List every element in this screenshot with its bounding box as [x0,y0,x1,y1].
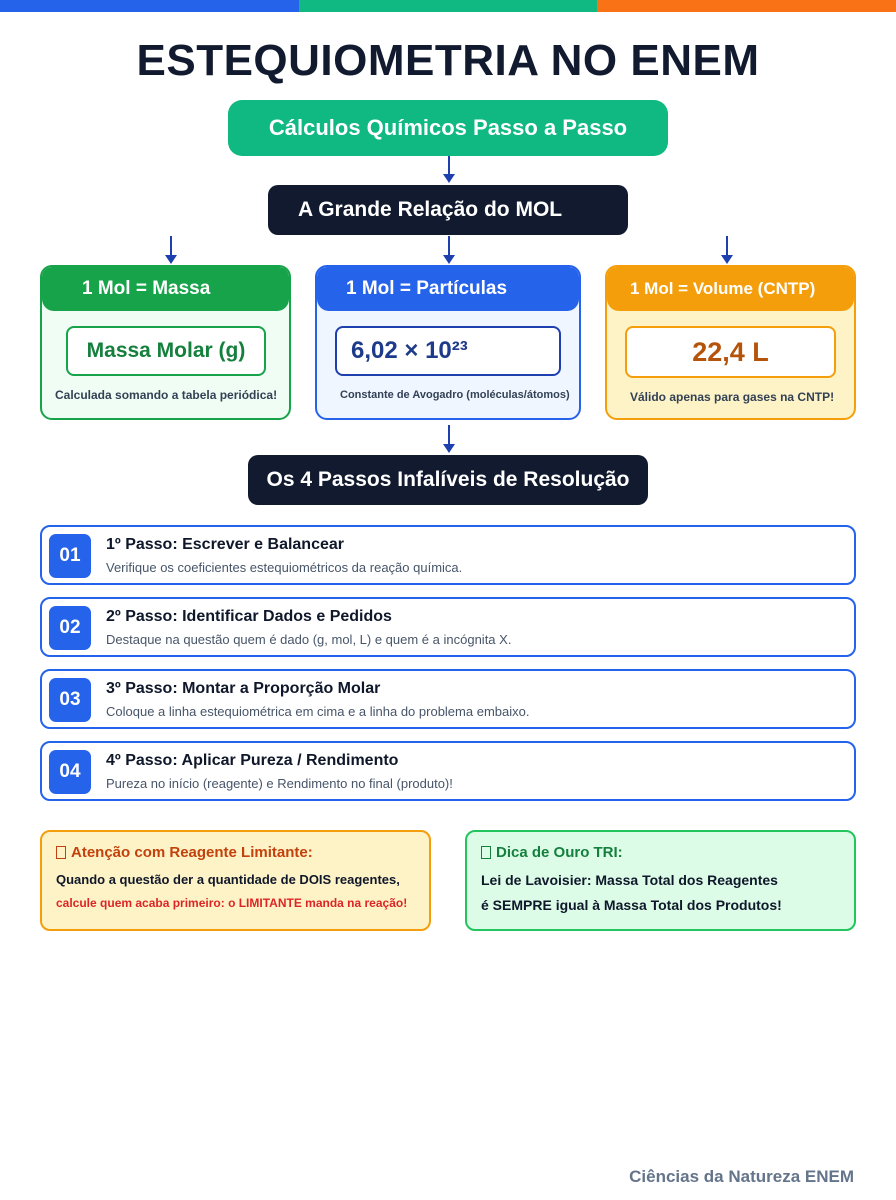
step-title: 2º Passo: Identificar Dados e Pedidos [106,608,392,625]
arrow-down-icon [443,156,455,183]
card-volume-header: 1 Mol = Volume (CNTP) [607,267,854,311]
tip-title-text: Dica de Ouro TRI: [496,844,623,861]
card-particles: 1 Mol = Partículas 6,02 × 10²³ Constante… [315,265,581,420]
warning-title: Atenção com Reagente Limitante: [56,844,313,861]
step-title: 4º Passo: Aplicar Pureza / Rendimento [106,752,399,769]
steps-heading-pill: Os 4 Passos Infalíveis de Resolução [248,455,648,505]
step-number-badge: 01 [49,534,91,578]
card-particles-note: Constante de Avogadro (moléculas/átomos) [340,389,570,401]
step-item: 02 2º Passo: Identificar Dados e Pedidos… [40,597,856,657]
step-number-badge: 03 [49,678,91,722]
step-item: 03 3º Passo: Montar a Proporção Molar Co… [40,669,856,729]
card-mass-header: 1 Mol = Massa [42,267,289,311]
warning-title-text: Atenção com Reagente Limitante: [71,844,313,861]
step-title: 3º Passo: Montar a Proporção Molar [106,680,381,697]
step-title: 1º Passo: Escrever e Balancear [106,536,344,553]
tip-title: Dica de Ouro TRI: [481,844,623,861]
card-particles-header: 1 Mol = Partículas [317,267,579,311]
card-volume-note: Válido apenas para gases na CNTP! [630,390,835,404]
arrow-down-icon [443,425,455,453]
step-description: Coloque a linha estequiométrica em cima … [106,704,530,719]
arrow-down-icon [443,236,455,264]
tip-box: Dica de Ouro TRI: Lei de Lavoisier: Mass… [465,830,856,931]
warning-icon [56,846,66,859]
warning-line-2: calcule quem acaba primeiro: o LIMITANTE… [56,896,408,910]
step-item: 04 4º Passo: Aplicar Pureza / Rendimento… [40,741,856,801]
card-mass: 1 Mol = Massa Massa Molar (g) Calculada … [40,265,291,420]
arrow-down-icon [721,236,733,264]
page-title: ESTEQUIOMETRIA NO ENEM [136,36,760,85]
card-volume: 1 Mol = Volume (CNTP) 22,4 L Válido apen… [605,265,856,420]
subtitle-pill: Cálculos Químicos Passo a Passo [228,100,668,156]
step-description: Verifique os coeficientes estequiométric… [106,560,463,575]
tip-line-1: Lei de Lavoisier: Massa Total dos Reagen… [481,872,778,888]
step-item: 01 1º Passo: Escrever e Balancear Verifi… [40,525,856,585]
card-mass-value: Massa Molar (g) [66,326,266,376]
step-description: Destaque na questão quem é dado (g, mol,… [106,632,512,647]
card-mass-note: Calculada somando a tabela periódica! [55,388,278,402]
arrow-down-icon [165,236,177,264]
warning-line-1: Quando a questão der a quantidade de DOI… [56,872,400,887]
step-description: Pureza no início (reagente) e Rendimento… [106,776,453,791]
top-color-bar [0,0,896,12]
warning-box: Atenção com Reagente Limitante: Quando a… [40,830,431,931]
card-volume-value: 22,4 L [625,326,836,378]
step-number-badge: 04 [49,750,91,794]
card-particles-value: 6,02 × 10²³ [335,326,561,376]
footer-text: Ciências da Natureza ENEM [629,1167,854,1186]
top-bar-green [298,0,598,12]
tip-icon [481,846,491,859]
tip-line-2: é SEMPRE igual à Massa Total dos Produto… [481,897,782,913]
top-bar-orange [597,0,896,12]
mol-relation-pill: A Grande Relação do MOL [268,185,628,235]
step-number-badge: 02 [49,606,91,650]
top-bar-blue [0,0,299,12]
